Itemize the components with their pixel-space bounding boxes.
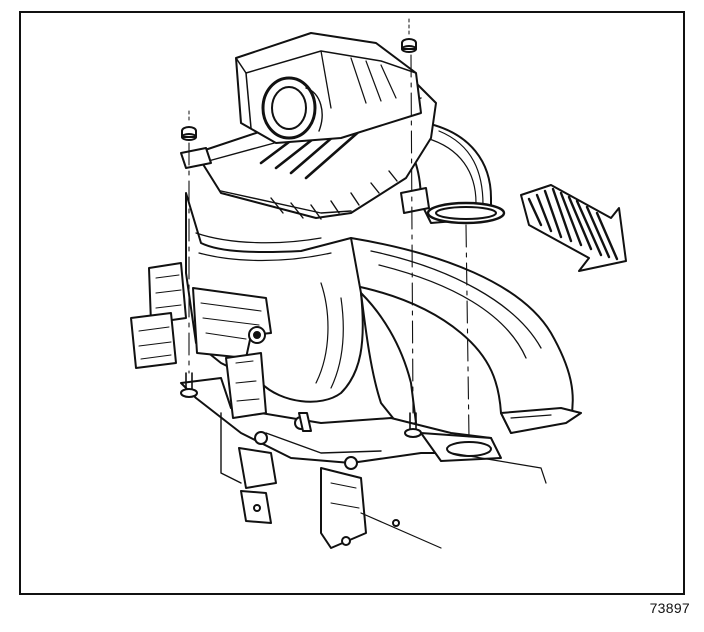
figure-id-label: 73897	[649, 600, 690, 616]
bolt-icon	[404, 412, 422, 438]
air-cleaner-upper-housing	[235, 32, 422, 144]
shield-plate-center	[192, 287, 272, 359]
nut-icon	[181, 126, 197, 141]
fastener-left	[180, 110, 198, 398]
shield-plate-left	[130, 262, 187, 369]
air-cleaner-diagram	[130, 18, 627, 549]
front-arrow-icon	[520, 184, 627, 272]
diagram-frame	[19, 11, 685, 595]
nut-icon	[401, 38, 417, 53]
mounting-bracket	[180, 352, 502, 470]
resonator-duct	[350, 237, 582, 434]
bolt-icon	[180, 372, 198, 398]
lower-support	[220, 412, 547, 549]
fastener-center	[298, 224, 470, 439]
fastener-right	[401, 18, 422, 438]
